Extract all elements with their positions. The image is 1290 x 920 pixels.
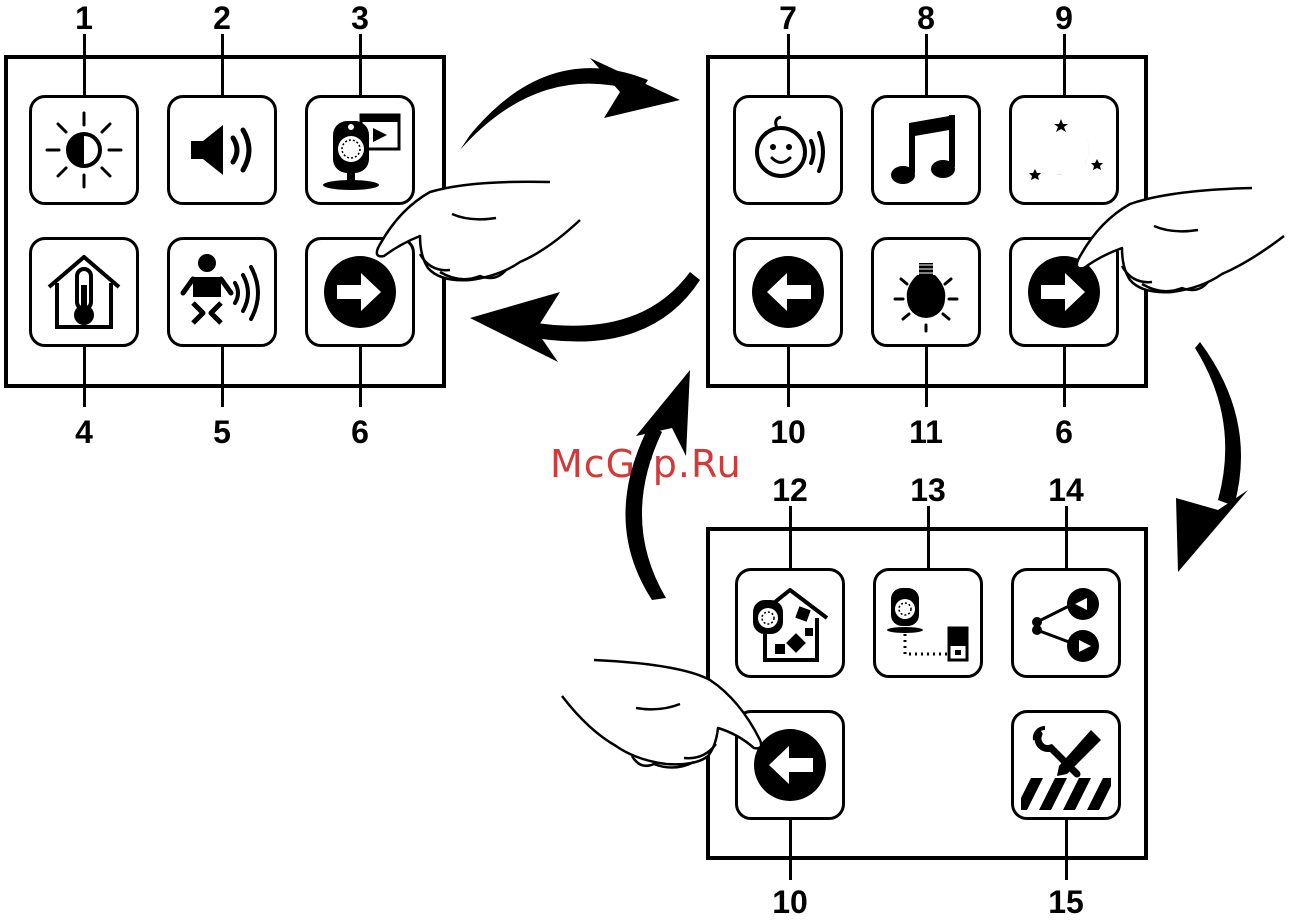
volume-icon: [177, 105, 267, 195]
settings-tools-icon: [1021, 720, 1111, 810]
camera-video-button[interactable]: [305, 95, 415, 205]
callout-leader: [787, 34, 790, 95]
night-mode-button[interactable]: [1009, 95, 1119, 205]
brightness-button[interactable]: [29, 95, 139, 205]
callout-leader: [789, 820, 792, 880]
arrow-back-middle-icon: [470, 272, 700, 362]
callout-leader: [221, 347, 224, 407]
watermark-text: McGrp.Ru: [550, 442, 742, 486]
callout-leader: [1065, 506, 1068, 568]
lullaby-music-icon: [881, 105, 971, 195]
talk-back-button[interactable]: [733, 95, 843, 205]
next-screen-button[interactable]: [1009, 237, 1119, 347]
callout-leader: [359, 347, 362, 407]
camera-room-button[interactable]: [735, 568, 845, 678]
callout-number: 15: [1026, 886, 1106, 918]
callout-number: 9: [1024, 2, 1104, 34]
arrow-right-icon: [1019, 247, 1109, 337]
callout-leader: [925, 347, 928, 407]
callout-number: 10: [750, 886, 830, 918]
callout-leader: [1065, 820, 1068, 880]
baby-sound-button[interactable]: [167, 237, 277, 347]
lullaby-music-button[interactable]: [871, 95, 981, 205]
callout-leader: [83, 34, 86, 95]
arrow-left-icon: [745, 720, 835, 810]
callout-leader: [789, 506, 792, 568]
callout-leader: [1063, 34, 1066, 95]
room-temperature-icon: [39, 247, 129, 337]
night-light-icon: [881, 247, 971, 337]
settings-tools-button[interactable]: [1011, 710, 1121, 820]
arrow-down-right-icon: [1176, 342, 1248, 572]
callout-number: 12: [750, 474, 830, 506]
callout-number: 11: [886, 416, 966, 448]
camera-video-icon: [315, 105, 405, 195]
talk-back-icon: [743, 105, 833, 195]
previous-screen-button[interactable]: [735, 710, 845, 820]
callout-number: 10: [748, 416, 828, 448]
night-light-button[interactable]: [871, 237, 981, 347]
callout-number: 3: [320, 2, 400, 34]
callout-number: 13: [888, 474, 968, 506]
previous-screen-button[interactable]: [733, 237, 843, 347]
callout-leader: [221, 34, 224, 95]
callout-number: 1: [44, 2, 124, 34]
callout-number: 8: [886, 2, 966, 34]
night-mode-icon: [1019, 105, 1109, 195]
callout-leader: [359, 34, 362, 95]
callout-leader: [1063, 347, 1066, 407]
brightness-icon: [39, 105, 129, 195]
volume-button[interactable]: [167, 95, 277, 205]
next-screen-button[interactable]: [305, 237, 415, 347]
callout-leader: [83, 347, 86, 407]
arrow-left-icon: [743, 247, 833, 337]
camera-pairing-icon: [883, 578, 973, 668]
zoom-icon: [1021, 578, 1111, 668]
arrow-forward-top-icon: [460, 58, 680, 150]
callout-number: 7: [748, 2, 828, 34]
callout-number: 14: [1026, 474, 1106, 506]
callout-number: 5: [182, 416, 262, 448]
baby-sound-icon: [177, 247, 267, 337]
callout-leader: [925, 34, 928, 95]
callout-number: 6: [1024, 416, 1104, 448]
callout-number: 4: [44, 416, 124, 448]
callout-number: 2: [182, 2, 262, 34]
arrow-right-icon: [315, 247, 405, 337]
room-temperature-button[interactable]: [29, 237, 139, 347]
callout-leader: [927, 506, 930, 568]
camera-pairing-button[interactable]: [873, 568, 983, 678]
callout-leader: [787, 347, 790, 407]
callout-number: 6: [320, 416, 400, 448]
camera-room-icon: [745, 578, 835, 668]
zoom-button[interactable]: [1011, 568, 1121, 678]
